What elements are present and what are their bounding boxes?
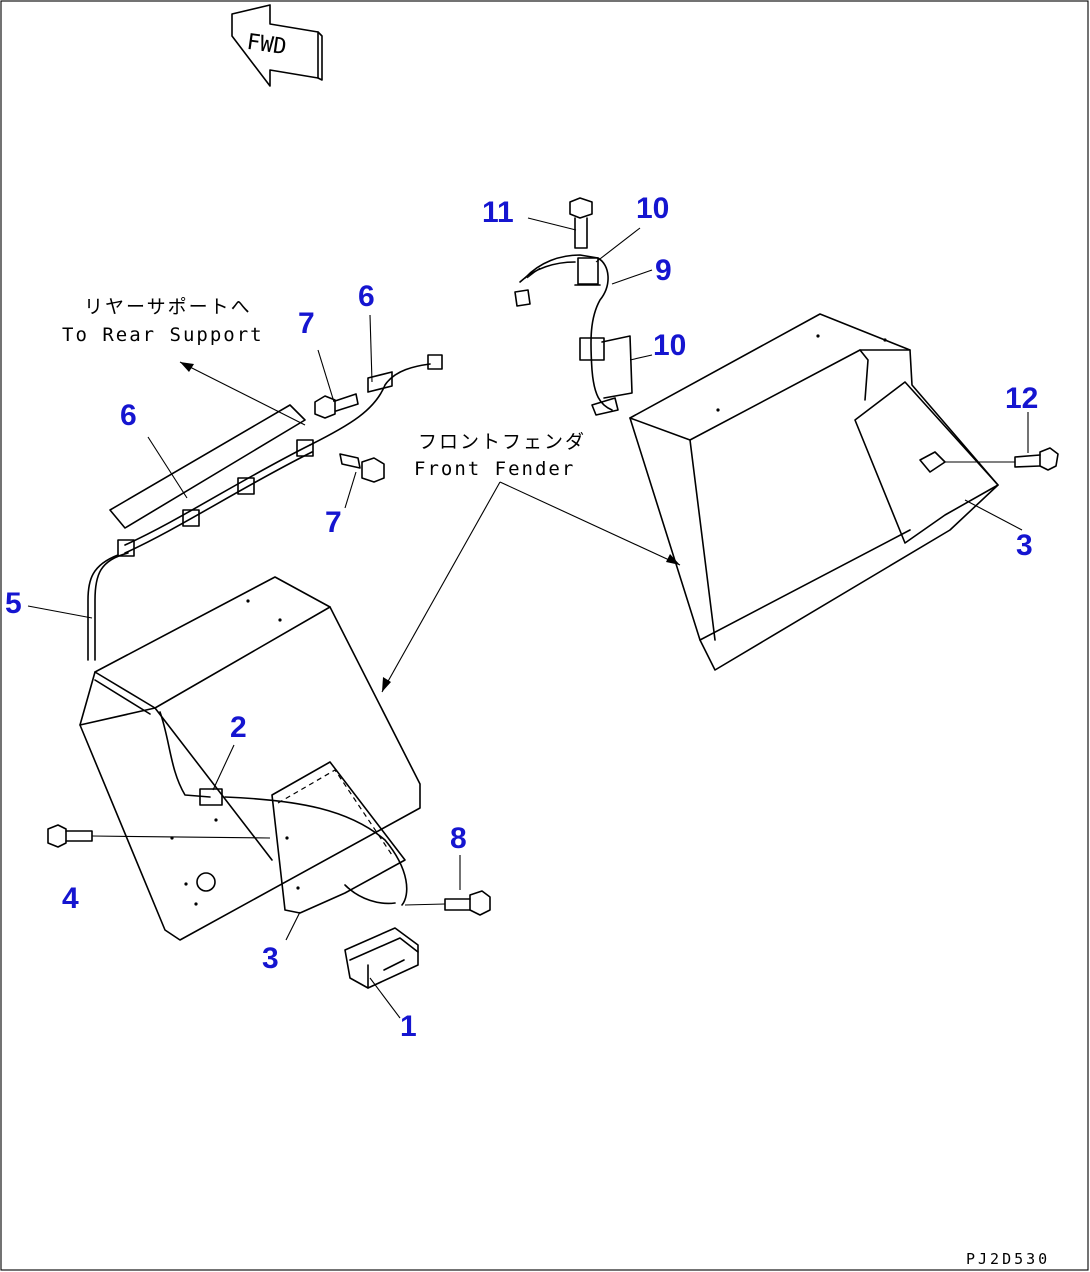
bolt-7-lower bbox=[339, 453, 385, 483]
leader-lines bbox=[27, 217, 1029, 1019]
clamp-rail-left bbox=[109, 354, 443, 557]
right-front-fender bbox=[629, 313, 999, 671]
callout-5: 5 bbox=[5, 587, 22, 620]
callout-11: 11 bbox=[482, 196, 514, 229]
front-fender-note-en: Front Fender bbox=[414, 458, 575, 480]
bolt-8 bbox=[404, 890, 491, 916]
callout-4: 4 bbox=[62, 882, 79, 915]
callout-7-lower: 7 bbox=[325, 506, 342, 539]
callout-10-upper: 10 bbox=[636, 192, 669, 225]
callout-12: 12 bbox=[1005, 382, 1038, 415]
rear-support-note-jp: リヤーサポートへ bbox=[84, 296, 252, 318]
front-fender-note-jp: フロントフェンダ bbox=[418, 431, 586, 453]
callout-8: 8 bbox=[450, 822, 467, 855]
callout-3-right: 3 bbox=[1016, 529, 1033, 562]
bolt-7-upper bbox=[314, 393, 359, 419]
callout-9: 9 bbox=[655, 254, 672, 287]
bolt-11 bbox=[569, 197, 593, 249]
callout-1: 1 bbox=[400, 1010, 417, 1043]
callout-6-left: 6 bbox=[120, 399, 137, 432]
harness-5 bbox=[87, 552, 129, 661]
drawing-number: PJ2D530 bbox=[966, 1250, 1050, 1268]
callout-10-lower: 10 bbox=[653, 329, 686, 362]
callout-3-left: 3 bbox=[262, 942, 279, 975]
rear-support-note-en: To Rear Support bbox=[62, 324, 264, 346]
callout-2: 2 bbox=[230, 711, 247, 744]
side-lamp bbox=[344, 927, 419, 989]
callout-7-upper: 7 bbox=[298, 307, 315, 340]
harness-9 bbox=[514, 254, 633, 416]
forward-direction-arrow: FWD bbox=[231, 4, 323, 87]
fwd-label: FWD bbox=[245, 30, 288, 60]
left-lamp-bracket bbox=[271, 761, 406, 914]
bolt-4 bbox=[47, 824, 271, 848]
left-lamp-wiring bbox=[159, 711, 408, 906]
left-front-fender bbox=[79, 576, 421, 941]
callout-6-upper: 6 bbox=[358, 280, 375, 313]
bolt-12 bbox=[945, 447, 1059, 471]
